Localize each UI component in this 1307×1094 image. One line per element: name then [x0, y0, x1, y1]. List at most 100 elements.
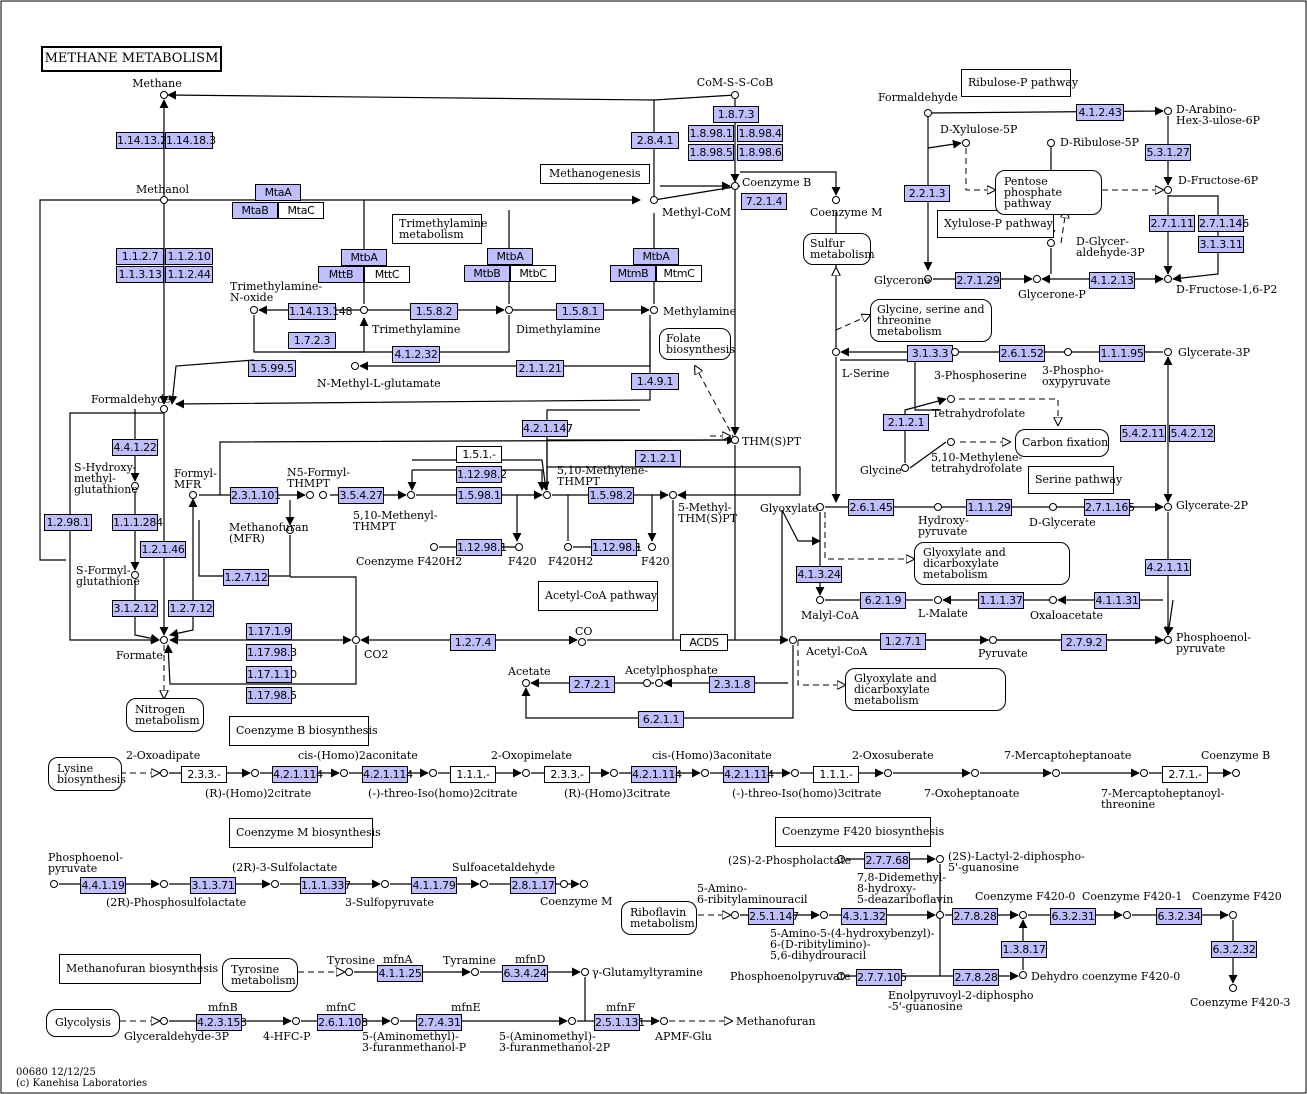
- map-ribulose-p-pathway[interactable]: Ribulose-P pathway: [961, 69, 1078, 97]
- enzyme-box-e71[interactable]: 2.1.2.1: [883, 414, 929, 431]
- compound-node[interactable]: [947, 438, 955, 446]
- enzyme-box-e87[interactable]: 1.1.1.-: [450, 766, 496, 783]
- enzyme-box-e103[interactable]: 6.3.2.34: [1156, 908, 1202, 925]
- enzyme-box-e45[interactable]: 1.12.98.1: [456, 539, 507, 556]
- map-glycine-serine-threonine[interactable]: Glycine, serine and threonine metabolism: [870, 299, 992, 342]
- map-coenzyme-m-biosynthesis[interactable]: Coenzyme M biosynthesis: [229, 818, 381, 848]
- compound-node[interactable]: [832, 348, 840, 356]
- map-tyrosine-metabolism[interactable]: Tyrosine metabolism: [222, 958, 298, 992]
- enzyme-box-e98[interactable]: 2.7.7.68: [864, 852, 910, 869]
- map-acetyl-coa-pathway[interactable]: Acetyl-CoA pathway: [538, 581, 658, 611]
- compound-node[interactable]: [391, 1017, 399, 1025]
- enzyme-box-e73[interactable]: 5.4.2.12: [1169, 425, 1215, 442]
- compound-node[interactable]: [1229, 984, 1237, 992]
- compound-node[interactable]: [816, 503, 824, 511]
- compound-node[interactable]: [286, 526, 294, 534]
- compound-node[interactable]: [160, 1017, 168, 1025]
- enzyme-box-e90[interactable]: 4.2.1.114: [723, 766, 774, 783]
- compound-node[interactable]: [1232, 769, 1240, 777]
- compound-node[interactable]: [1019, 911, 1027, 919]
- compound-node[interactable]: [832, 196, 840, 204]
- compound-node[interactable]: [522, 769, 530, 777]
- compound-node[interactable]: [924, 275, 932, 283]
- compound-node[interactable]: [1164, 503, 1172, 511]
- enzyme-box-e3[interactable]: 1.1.2.7: [116, 248, 164, 265]
- enzyme-box-e112[interactable]: 2.7.4.31: [416, 1014, 462, 1031]
- compound-node[interactable]: [352, 636, 360, 644]
- enzyme-box-e42[interactable]: 1.5.1.-: [456, 446, 502, 463]
- map-lysine-biosynthesis[interactable]: Lysine biosynthesis: [48, 757, 126, 791]
- compound-node[interactable]: [471, 968, 479, 976]
- enzyme-box-e76[interactable]: 2.7.1.165: [1084, 499, 1135, 516]
- enzyme-box-e35[interactable]: 1.1.1.284: [112, 514, 163, 531]
- enzyme-box-e10[interactable]: MtbA: [341, 249, 387, 266]
- enzyme-box-e86[interactable]: 4.2.1.114: [362, 766, 413, 783]
- enzyme-box-e84[interactable]: 2.3.3.-: [181, 766, 227, 783]
- enzyme-box-e69[interactable]: 2.6.1.52: [999, 345, 1045, 362]
- enzyme-box-e92[interactable]: 2.7.1.-: [1162, 766, 1208, 783]
- compound-node[interactable]: [650, 196, 658, 204]
- compound-node[interactable]: [1049, 596, 1057, 604]
- enzyme-box-e58[interactable]: 2.3.1.8: [709, 676, 755, 693]
- enzyme-box-e104[interactable]: 1.3.8.17: [1001, 941, 1047, 958]
- enzyme-box-e5[interactable]: 1.1.3.13: [116, 266, 164, 283]
- compound-node[interactable]: [837, 855, 845, 863]
- enzyme-box-e110[interactable]: 4.2.3.153: [196, 1014, 247, 1031]
- enzyme-box-e15[interactable]: MtbC: [510, 265, 556, 282]
- enzyme-box-e113[interactable]: 2.5.1.131: [594, 1014, 645, 1031]
- enzyme-box-e74[interactable]: 2.6.1.45: [848, 499, 894, 516]
- enzyme-box-e61[interactable]: 5.3.1.27: [1145, 144, 1191, 161]
- enzyme-box-e88[interactable]: 2.3.3.-: [544, 766, 590, 783]
- enzyme-box-e38[interactable]: 1.2.1.46: [140, 541, 186, 558]
- compound-node[interactable]: [429, 769, 437, 777]
- map-glycolysis[interactable]: Glycolysis: [46, 1009, 120, 1037]
- compound-node[interactable]: [360, 306, 368, 314]
- map-pentose-phosphate[interactable]: Pentose phosphate pathway: [995, 170, 1102, 215]
- enzyme-box-e23[interactable]: 4.1.2.32: [392, 346, 440, 363]
- compound-node[interactable]: [345, 968, 353, 976]
- compound-node[interactable]: [1052, 769, 1060, 777]
- enzyme-box-e24[interactable]: 1.5.99.5: [248, 360, 296, 377]
- compound-node[interactable]: [791, 769, 799, 777]
- compound-node[interactable]: [340, 769, 348, 777]
- compound-node[interactable]: [1229, 911, 1237, 919]
- compound-node[interactable]: [351, 362, 359, 370]
- compound-node[interactable]: [189, 491, 197, 499]
- compound-node[interactable]: [701, 769, 709, 777]
- compound-node[interactable]: [1047, 239, 1055, 247]
- compound-node[interactable]: [580, 880, 588, 888]
- map-sulfur-metabolism[interactable]: Sulfur metabolism: [803, 233, 875, 265]
- enzyme-box-e13[interactable]: MtbA: [487, 248, 533, 265]
- enzyme-box-e80[interactable]: 4.1.1.31: [1094, 592, 1140, 609]
- compound-node[interactable]: [564, 543, 572, 551]
- enzyme-box-e53[interactable]: 1.17.1.10: [246, 666, 297, 683]
- compound-node[interactable]: [901, 464, 909, 472]
- enzyme-box-e96[interactable]: 4.1.1.79: [411, 877, 457, 894]
- enzyme-box-e93[interactable]: 4.4.1.19: [80, 877, 126, 894]
- compound-node[interactable]: [837, 972, 845, 980]
- enzyme-box-e89[interactable]: 4.2.1.114: [631, 766, 682, 783]
- map-xylulose-p-pathway[interactable]: Xylulose-P pathway: [937, 210, 1054, 238]
- enzyme-box-e50[interactable]: 1.2.7.12: [223, 569, 269, 586]
- enzyme-box-e105[interactable]: 6.3.2.32: [1211, 941, 1257, 958]
- compound-node[interactable]: [160, 196, 168, 204]
- compound-node[interactable]: [381, 880, 389, 888]
- enzyme-box-e55[interactable]: 1.2.7.4: [450, 634, 496, 651]
- enzyme-box-e106[interactable]: 2.7.7.105: [856, 969, 907, 986]
- compound-node[interactable]: [568, 1017, 576, 1025]
- enzyme-box-e47[interactable]: 1.5.98.2: [588, 487, 634, 504]
- compound-node[interactable]: [1064, 348, 1072, 356]
- enzyme-box-e48[interactable]: 1.12.98.1: [591, 539, 642, 556]
- compound-node[interactable]: [1019, 971, 1027, 979]
- map-carbon-fixation[interactable]: Carbon fixation: [1015, 429, 1109, 457]
- enzyme-box-e14[interactable]: MtbB: [464, 265, 510, 282]
- map-riboflavin-metabolism[interactable]: Riboflavin metabolism: [621, 901, 697, 935]
- enzyme-box-e31[interactable]: 1.8.98.5: [688, 144, 734, 161]
- enzyme-box-e108[interactable]: 4.1.1.25: [377, 965, 423, 982]
- enzyme-box-e97[interactable]: 2.8.1.17: [510, 877, 556, 894]
- enzyme-box-e4[interactable]: 1.1.2.10: [165, 248, 213, 265]
- compound-node[interactable]: [1049, 503, 1057, 511]
- enzyme-box-e102[interactable]: 6.3.2.31: [1050, 908, 1096, 925]
- compound-node[interactable]: [731, 182, 739, 190]
- enzyme-box-e36[interactable]: 3.1.2.12: [112, 600, 158, 617]
